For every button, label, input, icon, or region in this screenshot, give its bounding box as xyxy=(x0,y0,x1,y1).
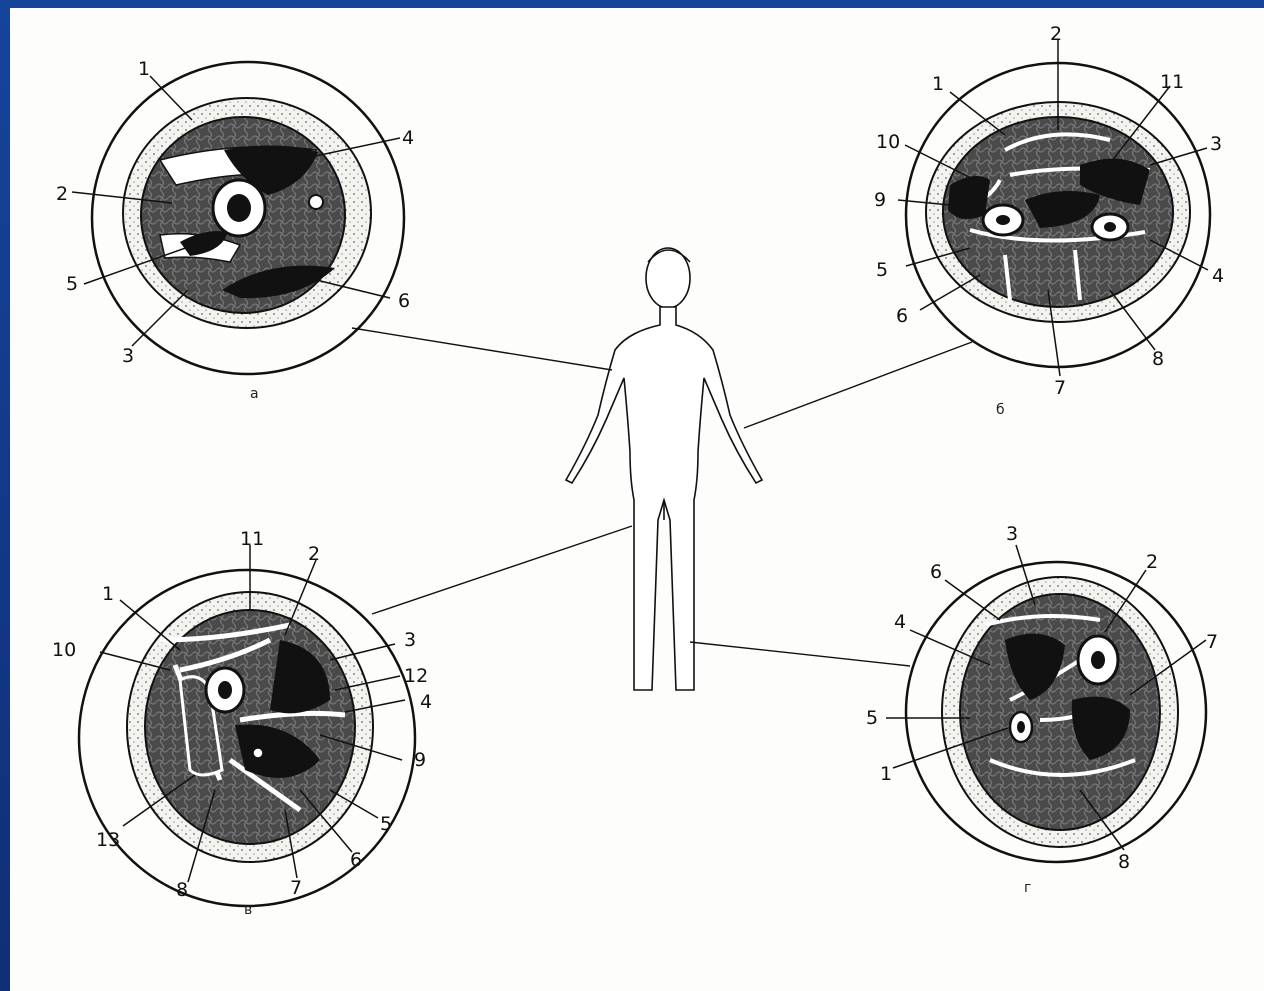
section-c-label-13: 13 xyxy=(96,829,120,851)
section-b-label-10: 10 xyxy=(876,131,900,153)
connector-c xyxy=(372,526,632,614)
section-d-label-2: 2 xyxy=(1146,551,1158,573)
human-figure xyxy=(566,248,762,690)
section-d-label-7: 7 xyxy=(1206,631,1218,653)
section-a-marrow-cavity xyxy=(227,194,251,222)
section-c-vessel xyxy=(253,748,263,758)
section-d-lower-leg: 1 2 3 4 5 6 7 8 г xyxy=(866,523,1218,896)
section-d-label-3: 3 xyxy=(1006,523,1018,545)
connector-b xyxy=(744,342,972,428)
section-c-label-2: 2 xyxy=(308,543,320,565)
section-b-label-6: 6 xyxy=(896,305,908,327)
section-b-label-8: 8 xyxy=(1152,348,1164,370)
section-a-vessel xyxy=(309,195,323,209)
section-d-label-6: 6 xyxy=(930,561,942,583)
section-b-label-11: 11 xyxy=(1160,71,1184,93)
section-d-fibula-marrow xyxy=(1017,721,1025,733)
section-a-caption: а xyxy=(250,386,259,402)
section-b-radius-marrow xyxy=(996,215,1010,225)
section-c-label-1: 1 xyxy=(102,583,114,605)
connector-d xyxy=(690,642,910,666)
section-b-label-3: 3 xyxy=(1210,133,1222,155)
section-c-label-8: 8 xyxy=(176,879,188,901)
section-c-label-3: 3 xyxy=(404,629,416,651)
section-d-label-1: 1 xyxy=(880,763,892,785)
section-b-label-4: 4 xyxy=(1212,265,1224,287)
section-c-caption: в xyxy=(244,902,252,918)
section-c-label-5: 5 xyxy=(380,813,392,835)
section-b-label-7: 7 xyxy=(1054,377,1066,399)
section-c-label-12: 12 xyxy=(404,665,428,687)
section-d-label-8: 8 xyxy=(1118,851,1130,873)
connector-a xyxy=(352,328,612,370)
section-c-femur-marrow xyxy=(218,681,232,699)
section-d-tibia-marrow xyxy=(1091,651,1105,669)
section-b-label-5: 5 xyxy=(876,259,888,281)
section-d-label-5: 5 xyxy=(866,707,878,729)
section-c-label-4: 4 xyxy=(420,691,432,713)
section-b-ulna-marrow xyxy=(1104,222,1116,232)
section-a-label-3: 3 xyxy=(122,345,134,367)
section-c-label-6: 6 xyxy=(350,849,362,871)
section-c-label-9: 9 xyxy=(414,749,426,771)
section-a-upper-arm: 1 2 3 4 5 6 а xyxy=(56,58,414,402)
section-a-label-1: 1 xyxy=(138,58,150,80)
section-b-label-1: 1 xyxy=(932,73,944,95)
figure-body xyxy=(566,307,762,690)
section-d-label-4: 4 xyxy=(894,611,906,633)
section-c-label-7: 7 xyxy=(290,877,302,899)
section-a-label-5: 5 xyxy=(66,273,78,295)
section-b-caption: б xyxy=(996,402,1005,418)
section-d-caption: г xyxy=(1024,880,1031,896)
section-c-label-10: 10 xyxy=(52,639,76,661)
section-a-label-6: 6 xyxy=(398,290,410,312)
section-c-label-11: 11 xyxy=(240,528,264,550)
section-a-label-4: 4 xyxy=(402,127,414,149)
section-d-muscle-mass xyxy=(960,594,1160,830)
section-b-label-2: 2 xyxy=(1050,23,1062,45)
section-b-label-9: 9 xyxy=(874,189,886,211)
section-c-thigh: 1 2 3 4 5 6 7 8 9 10 11 12 13 в xyxy=(52,528,432,918)
section-a-label-2: 2 xyxy=(56,183,68,205)
